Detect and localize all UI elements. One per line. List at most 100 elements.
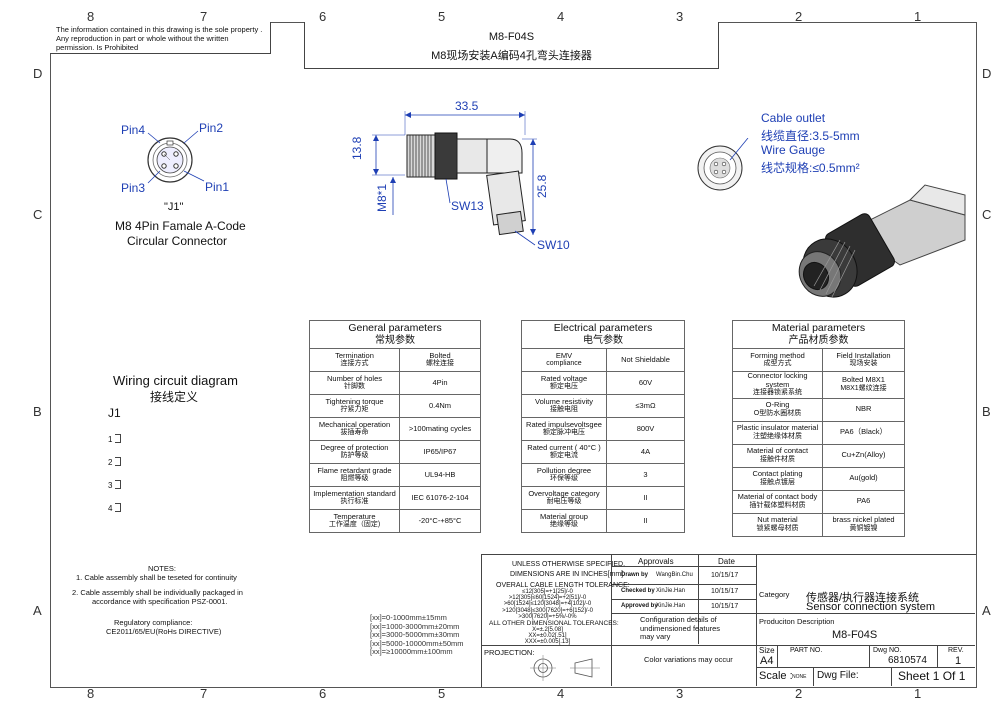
list-item: [xx]=1000-3000mm±20mm — [370, 621, 460, 631]
wiring-title: Wiring circuit diagram — [113, 373, 238, 388]
zone-row: C — [982, 207, 992, 222]
tb-divider — [756, 667, 975, 668]
dim-height: 13.8 — [350, 136, 364, 160]
dim-body-height: 25.8 — [535, 174, 549, 198]
pinout-ref: "J1" — [164, 201, 184, 213]
zone-col: 4 — [557, 9, 565, 24]
tb-approved-name: XinJie.Han — [656, 603, 686, 609]
tb-tolerance-list: ≤12[305]=+1[25]/-0 >12[305]≤60[1524]=+2[… — [486, 589, 609, 620]
pin4-label: Pin4 — [121, 123, 146, 137]
tb-category-cn: 传感器/执行器连接系统 — [806, 592, 920, 604]
dim-sw10: SW10 — [537, 238, 570, 252]
tb-dwg-no-value: 6810574 — [888, 655, 927, 666]
tb-divider — [813, 667, 814, 686]
zone-row: A — [33, 603, 42, 618]
pinout-desc-line2: Circular Connector — [127, 234, 228, 248]
wire-gauge-cn: 线芯规格:≤0.5mm² — [761, 161, 860, 175]
tb-approved-date: 10/15/17 — [711, 603, 739, 610]
zone-row: B — [33, 404, 42, 419]
pinout-desc-line1: M8 4Pin Famale A-Code — [115, 219, 246, 233]
list-item: ≤12[305]=+1[25]/-0 — [522, 589, 573, 595]
zone-col: 8 — [87, 686, 95, 701]
zone-col: 8 — [87, 9, 95, 24]
list-item: XXX=±0.005[.13] — [524, 639, 571, 646]
tb-part-no: PART NO. — [790, 647, 823, 654]
zone-col: 4 — [557, 686, 565, 701]
tb-divider — [756, 613, 975, 614]
zone-col: 5 — [438, 686, 446, 701]
list-item: >120[3048]≤300[7620]=+6[152]/-0 — [502, 607, 593, 614]
zone-col: 5 — [438, 9, 446, 24]
tb-divider — [756, 645, 975, 646]
list-item: >60[1524]≤120[3048]=+4[102]/-0 — [503, 601, 592, 608]
wiring-pin: 1 — [108, 434, 122, 444]
connector-3d-render — [798, 184, 966, 298]
tb-drawn-date: 10/15/17 — [711, 572, 739, 579]
tb-production-model: M8-F04S — [832, 629, 878, 641]
tb-divider — [611, 613, 756, 614]
copyright-notice-box: The information contained in this drawin… — [50, 22, 271, 54]
zone-col: 6 — [319, 686, 327, 701]
tb-scale-value: NONE — [792, 674, 807, 680]
tb-config-note: Configuration details of undimensioned f… — [640, 615, 721, 641]
zone-col: 7 — [200, 686, 208, 701]
tb-sheet: Sheet 1 Of 1 — [898, 669, 966, 683]
tb-approvals: Approvals — [638, 557, 674, 566]
tb-rev-label: REV. — [948, 647, 964, 654]
tb-dwg-file: Dwg File: — [817, 670, 859, 681]
tb-other-tolerance: ALL OTHER DIMENSIONAL TOLERANCES: — [489, 620, 619, 627]
tb-approved-by: Approved by — [621, 603, 658, 609]
list-item: [xx]=0-1000mm±15mm — [370, 613, 447, 622]
title-block — [481, 554, 976, 687]
tb-checked-name: XinJie.Han — [656, 588, 686, 594]
zone-row: A — [982, 603, 991, 618]
tb-unless: UNLESS OTHERWISE SPECIFIED. — [512, 561, 626, 568]
zone-col: 2 — [795, 686, 803, 701]
connector-face-icon — [147, 137, 193, 183]
tb-rev-value: 1 — [955, 655, 962, 667]
tb-divider — [869, 645, 870, 667]
tb-divider — [937, 645, 938, 667]
wiring-pin: 4 — [108, 503, 122, 513]
tb-checked-by: Checked by — [621, 588, 655, 594]
tb-divider — [611, 599, 756, 600]
tb-divider — [611, 566, 756, 567]
zone-row: D — [33, 66, 43, 81]
drawing-name-cn: M8现场安装A编码4孔弯头连接器 — [431, 50, 592, 62]
tb-checked-date: 10/15/17 — [711, 588, 739, 595]
list-item: X=±.2[5.08] — [532, 627, 563, 633]
projection-symbol-icon — [530, 655, 600, 681]
note-2-line1: 2. Cable assembly shall be individually … — [72, 588, 243, 597]
wiring-ref: J1 — [108, 406, 121, 420]
tb-production-desc: Produciton Description — [759, 617, 835, 626]
tb-overall-tolerance: OVERALL CABLE LENGTH TOLERANCE: — [496, 582, 630, 589]
tb-projection-label: PROJECTION: — [484, 648, 535, 657]
tb-color-variation: Color variations may occur — [644, 655, 733, 664]
list-item: [xx]=≥10000mm±100mm — [370, 647, 453, 657]
tb-other-tolerance-list: X=±.2[5.08] XX=±0.02[.51] XXX=±0.005[.13… — [486, 627, 609, 646]
zone-col: 1 — [914, 9, 922, 24]
tb-divider — [777, 645, 778, 667]
zone-col: 7 — [200, 9, 208, 24]
